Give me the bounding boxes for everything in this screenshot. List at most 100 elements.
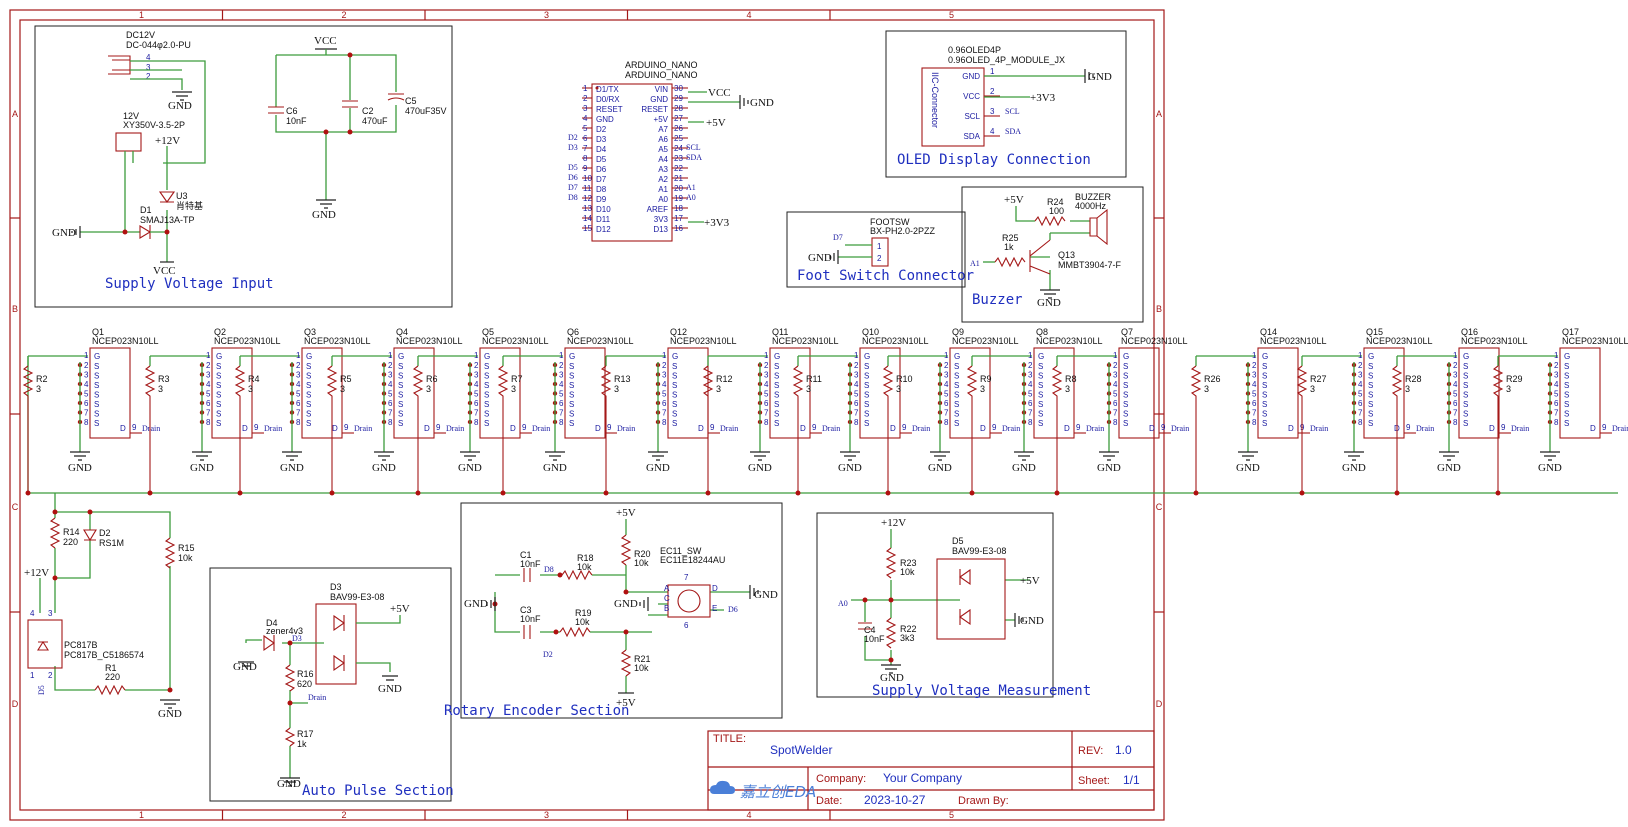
ec11-pin-b: B — [664, 604, 669, 613]
mosfet-source-pin: 8 — [296, 418, 301, 427]
gnd-net-label: GND — [68, 462, 92, 474]
arduino-left-pin-number: 8 — [583, 154, 588, 163]
q13-value: MMBT3904-7-F — [1058, 260, 1122, 270]
mosfet-source-pin: 2 — [1358, 361, 1363, 370]
c2-value: 470uF — [362, 116, 388, 126]
arduino-right-pin-name: A1 — [658, 185, 668, 194]
mosfet-source-pin: 4 — [474, 380, 479, 389]
gnd-symbol — [1238, 451, 1258, 461]
p12v-net-label: +12V — [24, 567, 49, 579]
mosfet-source-pin: 3 — [1358, 371, 1363, 380]
eda-cloud-icon — [710, 780, 735, 794]
gnd-symbol — [750, 451, 770, 461]
gnd-net-label: GND — [168, 100, 192, 112]
arduino-right-pin-name: A3 — [658, 165, 668, 174]
mosfet-source-pin: 8 — [474, 418, 479, 427]
r18-name: R18 — [577, 553, 594, 563]
d8-net-label: D8 — [544, 565, 554, 574]
mosfet-source-pin: 4 — [1453, 380, 1458, 389]
r25-resistor — [994, 256, 1026, 268]
mosfet-source-label: S — [774, 362, 779, 371]
gnd-symbol — [316, 199, 336, 209]
gnd-net-label: GND — [1437, 462, 1461, 474]
r20-name: R20 — [634, 549, 651, 559]
mosfet-value: NCEP023N10LL — [1562, 336, 1628, 346]
p12v-net-label: +12V — [881, 517, 906, 529]
d4-zener — [263, 634, 275, 652]
arduino-value: ARDUINO_NANO — [625, 70, 698, 80]
d3-diodes — [333, 614, 345, 672]
c5-name: C5 — [405, 96, 417, 106]
mosfet-source-pin: 8 — [1554, 418, 1559, 427]
gnd-symbol — [639, 597, 649, 611]
mosfet-source-label: S — [672, 381, 677, 390]
arduino-right-pin-name: D13 — [653, 225, 668, 234]
gnd-net-label: GND — [372, 462, 396, 474]
mosfet-source-label: S — [306, 381, 311, 390]
r23-value: 10k — [900, 567, 915, 577]
mosfet-source-pin: 8 — [944, 418, 949, 427]
gnd-symbol — [374, 451, 394, 461]
mosfet-source-label: S — [1463, 391, 1468, 400]
mosfet-source-pin: 4 — [944, 380, 949, 389]
mosfet-gate-pin: 1 — [1358, 351, 1363, 360]
gnd-net-label: GND — [158, 708, 182, 720]
mosfet-source-label: S — [774, 391, 779, 400]
gate-resistor — [326, 365, 338, 493]
mosfet-source-pin: 4 — [1113, 380, 1118, 389]
mosfet-source-pin: 5 — [559, 390, 564, 399]
dc-pin-2: 2 — [146, 72, 151, 81]
mosfet-source-pin: 5 — [388, 390, 393, 399]
gate-resistor-name: R29 — [1506, 374, 1523, 384]
mosfet-drain-pin: 9 — [1602, 423, 1607, 432]
measure-circuit: +12V A0 R23 10k R22 3k3 C4 10nF GND D5 B… — [838, 517, 1044, 684]
arduino-body — [591, 83, 673, 242]
mosfet-gate-label: G — [1564, 352, 1570, 361]
gnd-net-label: GND — [1538, 462, 1562, 474]
mosfet-source-pin: 2 — [1453, 361, 1458, 370]
c6-name: C6 — [286, 106, 298, 116]
mosfet-source-label: S — [774, 410, 779, 419]
arduino-left-pin-name: D12 — [596, 225, 611, 234]
arduino-right-pin-number: 17 — [674, 214, 683, 223]
mosfet-source-pin: 2 — [1028, 361, 1033, 370]
r24-value: 100 — [1049, 206, 1064, 216]
ruler-col-bottom: 3 — [544, 810, 549, 820]
mosfet-drain-pin: 9 — [1406, 423, 1411, 432]
arduino-left-pin-number: 12 — [583, 194, 592, 203]
arduino-right-pin-number: 16 — [674, 224, 683, 233]
gate-resistor — [1051, 365, 1063, 493]
mosfet-source-pin: 2 — [1113, 361, 1118, 370]
gnd-net-label: GND — [928, 462, 952, 474]
r16-resistor — [284, 664, 296, 692]
mosfet-drain-label: D — [1489, 424, 1495, 433]
arduino-left-pin-name: D9 — [596, 195, 607, 204]
terminal-symbol — [115, 132, 142, 152]
terminal-value: XY350V-3.5-2P — [123, 120, 185, 130]
gate-resistor-name: R11 — [806, 374, 822, 384]
r1-name: R1 — [105, 663, 117, 673]
mosfet-source-pin: 3 — [206, 371, 211, 380]
a0-net-label: A0 — [686, 193, 696, 202]
buzzer-symbol — [1089, 208, 1108, 246]
mosfet-drain-label: D — [332, 424, 338, 433]
ruler-row-right: C — [1156, 502, 1163, 512]
mosfet-source-pin: 8 — [662, 418, 667, 427]
autopulse-circuit: D3 BAV99-E3-08 +5V GND GND D4 zener4v3 D… — [233, 582, 410, 790]
arduino-left-pin-number: 9 — [583, 164, 588, 173]
d3-name: D3 — [330, 582, 342, 592]
mosfet-source-pin: 7 — [764, 409, 769, 418]
mosfet-source-pin: 6 — [388, 399, 393, 408]
gate-resistor — [1190, 365, 1202, 493]
mosfet-name: Q11 — [772, 327, 788, 337]
mosfet-source-pin: 8 — [206, 418, 211, 427]
mosfet-source-label: S — [1262, 400, 1267, 409]
d3-value: BAV99-E3-08 — [330, 592, 384, 602]
mosfet-source-label: S — [1564, 372, 1569, 381]
d5-diodes — [959, 568, 971, 626]
gnd-symbol — [1344, 451, 1364, 461]
